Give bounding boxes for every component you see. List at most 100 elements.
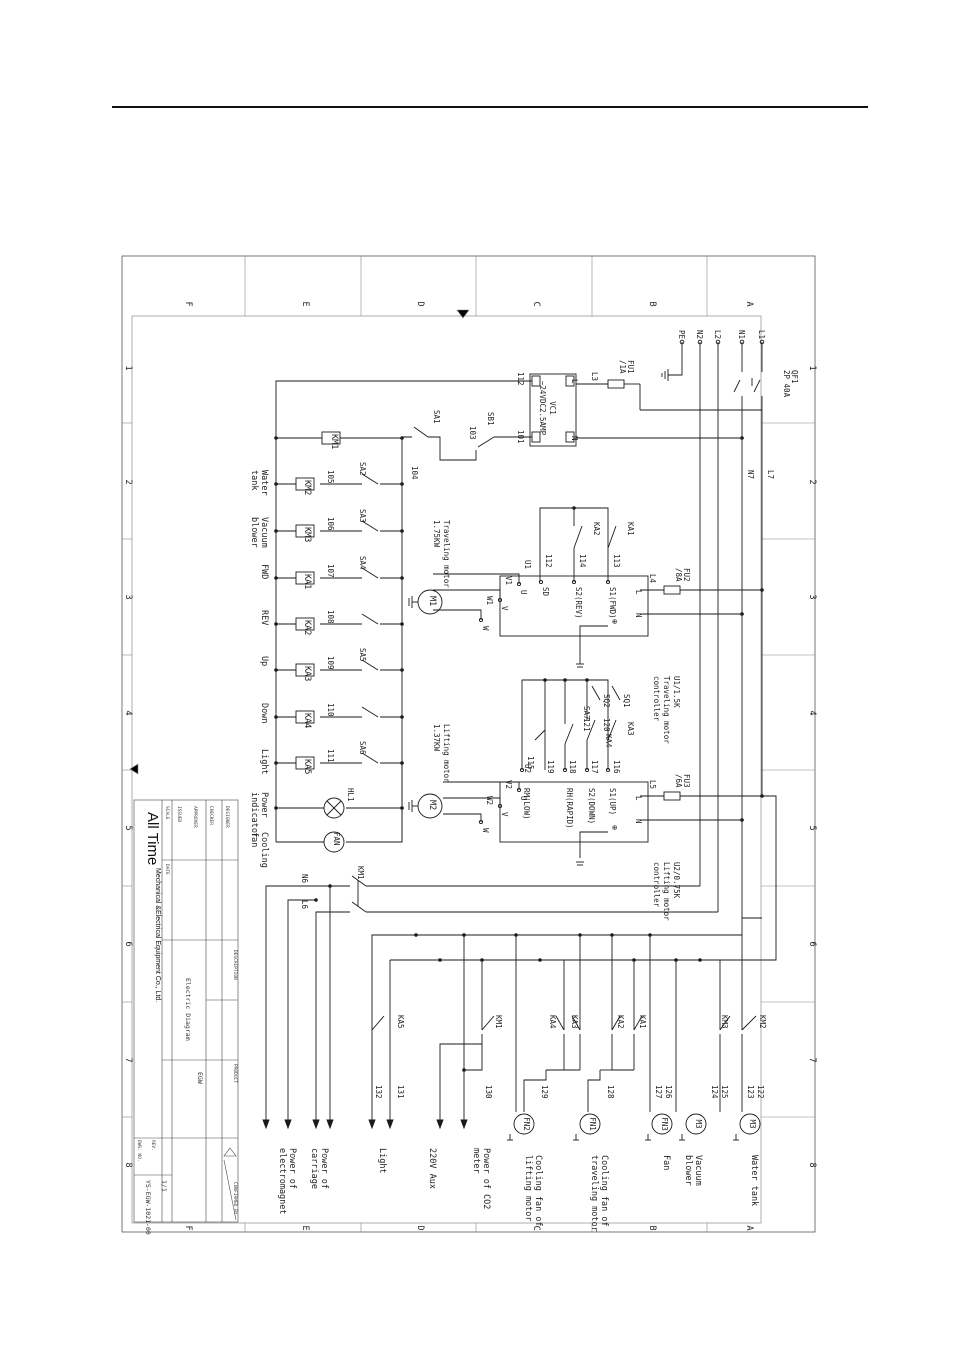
drawing-title: Electric Diagram — [184, 978, 192, 1041]
junction-dot — [462, 1068, 466, 1072]
wire — [439, 1043, 482, 1124]
wire — [401, 436, 412, 842]
load-label: Water tank — [749, 1155, 759, 1206]
junction-dot — [400, 529, 404, 533]
terminal-label: U1 — [523, 560, 532, 569]
wire-number: 132 — [374, 1085, 383, 1099]
node-label: 112 — [544, 554, 553, 568]
fuse-label: /1A — [618, 360, 627, 374]
sheet-number: 1/1 — [160, 1180, 168, 1192]
grid-col-label: 8 — [123, 1162, 133, 1167]
terminal — [497, 597, 503, 603]
node-label: 101 — [516, 430, 525, 444]
grid-row-label: B — [647, 301, 657, 306]
node-label: 117 — [590, 760, 599, 774]
terminal-label: L — [634, 796, 643, 801]
node-label: 110 — [326, 703, 335, 717]
motor-label: 1.75KW — [432, 520, 441, 548]
title-block-field: DATE — [164, 864, 170, 875]
node-label: 113 — [612, 554, 621, 568]
junction-dot — [274, 576, 278, 580]
coil-label: KA3 — [302, 666, 312, 681]
wire-number: 131 — [396, 1085, 405, 1099]
arrowhead — [436, 1119, 444, 1130]
load-label: lifting motor — [523, 1155, 533, 1222]
contact-label: SA7 — [582, 706, 591, 720]
node-label: 105 — [326, 470, 335, 484]
driver-input-label: S2(DOWN) — [587, 788, 596, 824]
title-block-field: PRODUCT — [232, 1064, 238, 1083]
contact-ka2 — [611, 1015, 621, 1031]
load-label: meter — [471, 1148, 481, 1174]
supply-label: L2 — [713, 330, 722, 339]
contact-sa7 — [564, 723, 574, 745]
company-subtitle: Mechanical &Electrical Equipment Co., Lt… — [154, 868, 161, 1002]
driver-input-label: RM(LOW) — [522, 788, 531, 820]
coil-label: KM2 — [302, 480, 312, 495]
title-block-field: CONFIRMED BY — [232, 1182, 238, 1215]
load-label: Power of CO2 — [481, 1148, 491, 1209]
terminal-label: W — [481, 626, 490, 631]
junction-dot — [274, 529, 278, 533]
contact-km1 — [351, 901, 367, 913]
junction-dot — [563, 678, 567, 682]
symbols — [262, 339, 765, 1141]
node-label: 106 — [326, 517, 335, 531]
fuse-label: FU1 — [626, 360, 635, 374]
junction-dot — [698, 958, 702, 962]
coil-label: KM1 — [329, 434, 339, 449]
wire — [433, 573, 520, 584]
contact-label: SB1 — [486, 412, 495, 426]
wire-number: 122 — [756, 1085, 765, 1099]
junction-dot — [400, 576, 404, 580]
fuse-fu3 — [663, 791, 681, 801]
load-label: electromagnet — [277, 1148, 287, 1215]
ladder-function-label: tank — [249, 470, 259, 490]
wire — [390, 795, 777, 961]
terminal — [584, 767, 590, 773]
title-block-field: DWG. NO. — [136, 1140, 142, 1162]
arrowhead — [262, 1119, 270, 1130]
grid-row-label: C — [531, 301, 541, 306]
supply-label: L1 — [757, 330, 766, 339]
switch-contact — [477, 436, 495, 448]
title-block-field: ISSUED — [176, 806, 182, 823]
driver-input-label: RH(RAPID) — [565, 788, 574, 829]
motor-label: FN3 — [660, 1117, 669, 1131]
terminal-label: V1 — [504, 576, 513, 585]
load-label: 220V Aux — [427, 1148, 437, 1189]
wire-number: 124 — [710, 1085, 719, 1099]
terminal-label: U — [519, 590, 528, 595]
contact-label: SQ1 — [622, 694, 631, 708]
terminal-label: V2 — [504, 780, 513, 789]
contact-label: KA2 — [592, 522, 601, 536]
load-label: Power of — [319, 1148, 329, 1189]
contact-label: KA1 — [638, 1015, 647, 1029]
ladder-function-label: Down — [259, 703, 269, 723]
contact-label: KA3 — [626, 722, 635, 736]
grid-col-label: 6 — [807, 941, 817, 946]
junction-dots — [274, 436, 764, 1072]
sheet-border — [121, 255, 816, 1233]
node-label: 111 — [326, 749, 335, 763]
terminal-label: N — [634, 819, 643, 824]
contact-label: SA1 — [432, 410, 441, 424]
terminal — [516, 787, 522, 793]
terminal-label: N — [570, 436, 579, 441]
motor-label: Traveling motor — [442, 520, 451, 588]
contact-label: KA2 — [616, 1015, 625, 1029]
node-label: 104 — [410, 466, 419, 480]
junction-dot — [414, 933, 418, 937]
node-label: L3 — [590, 372, 599, 381]
grid-row-label: B — [647, 1225, 657, 1230]
indicator-label: indicator — [249, 792, 259, 838]
grid-col-label: 7 — [123, 1057, 133, 1062]
vc1-label: VC1 — [548, 401, 557, 415]
contact-ka4 — [586, 719, 596, 741]
wire-number: 126 — [664, 1085, 673, 1099]
grid-row-label: E — [300, 301, 310, 306]
junction-dot — [740, 818, 744, 822]
node-label: 119 — [546, 760, 555, 774]
junction-dot — [760, 588, 764, 592]
